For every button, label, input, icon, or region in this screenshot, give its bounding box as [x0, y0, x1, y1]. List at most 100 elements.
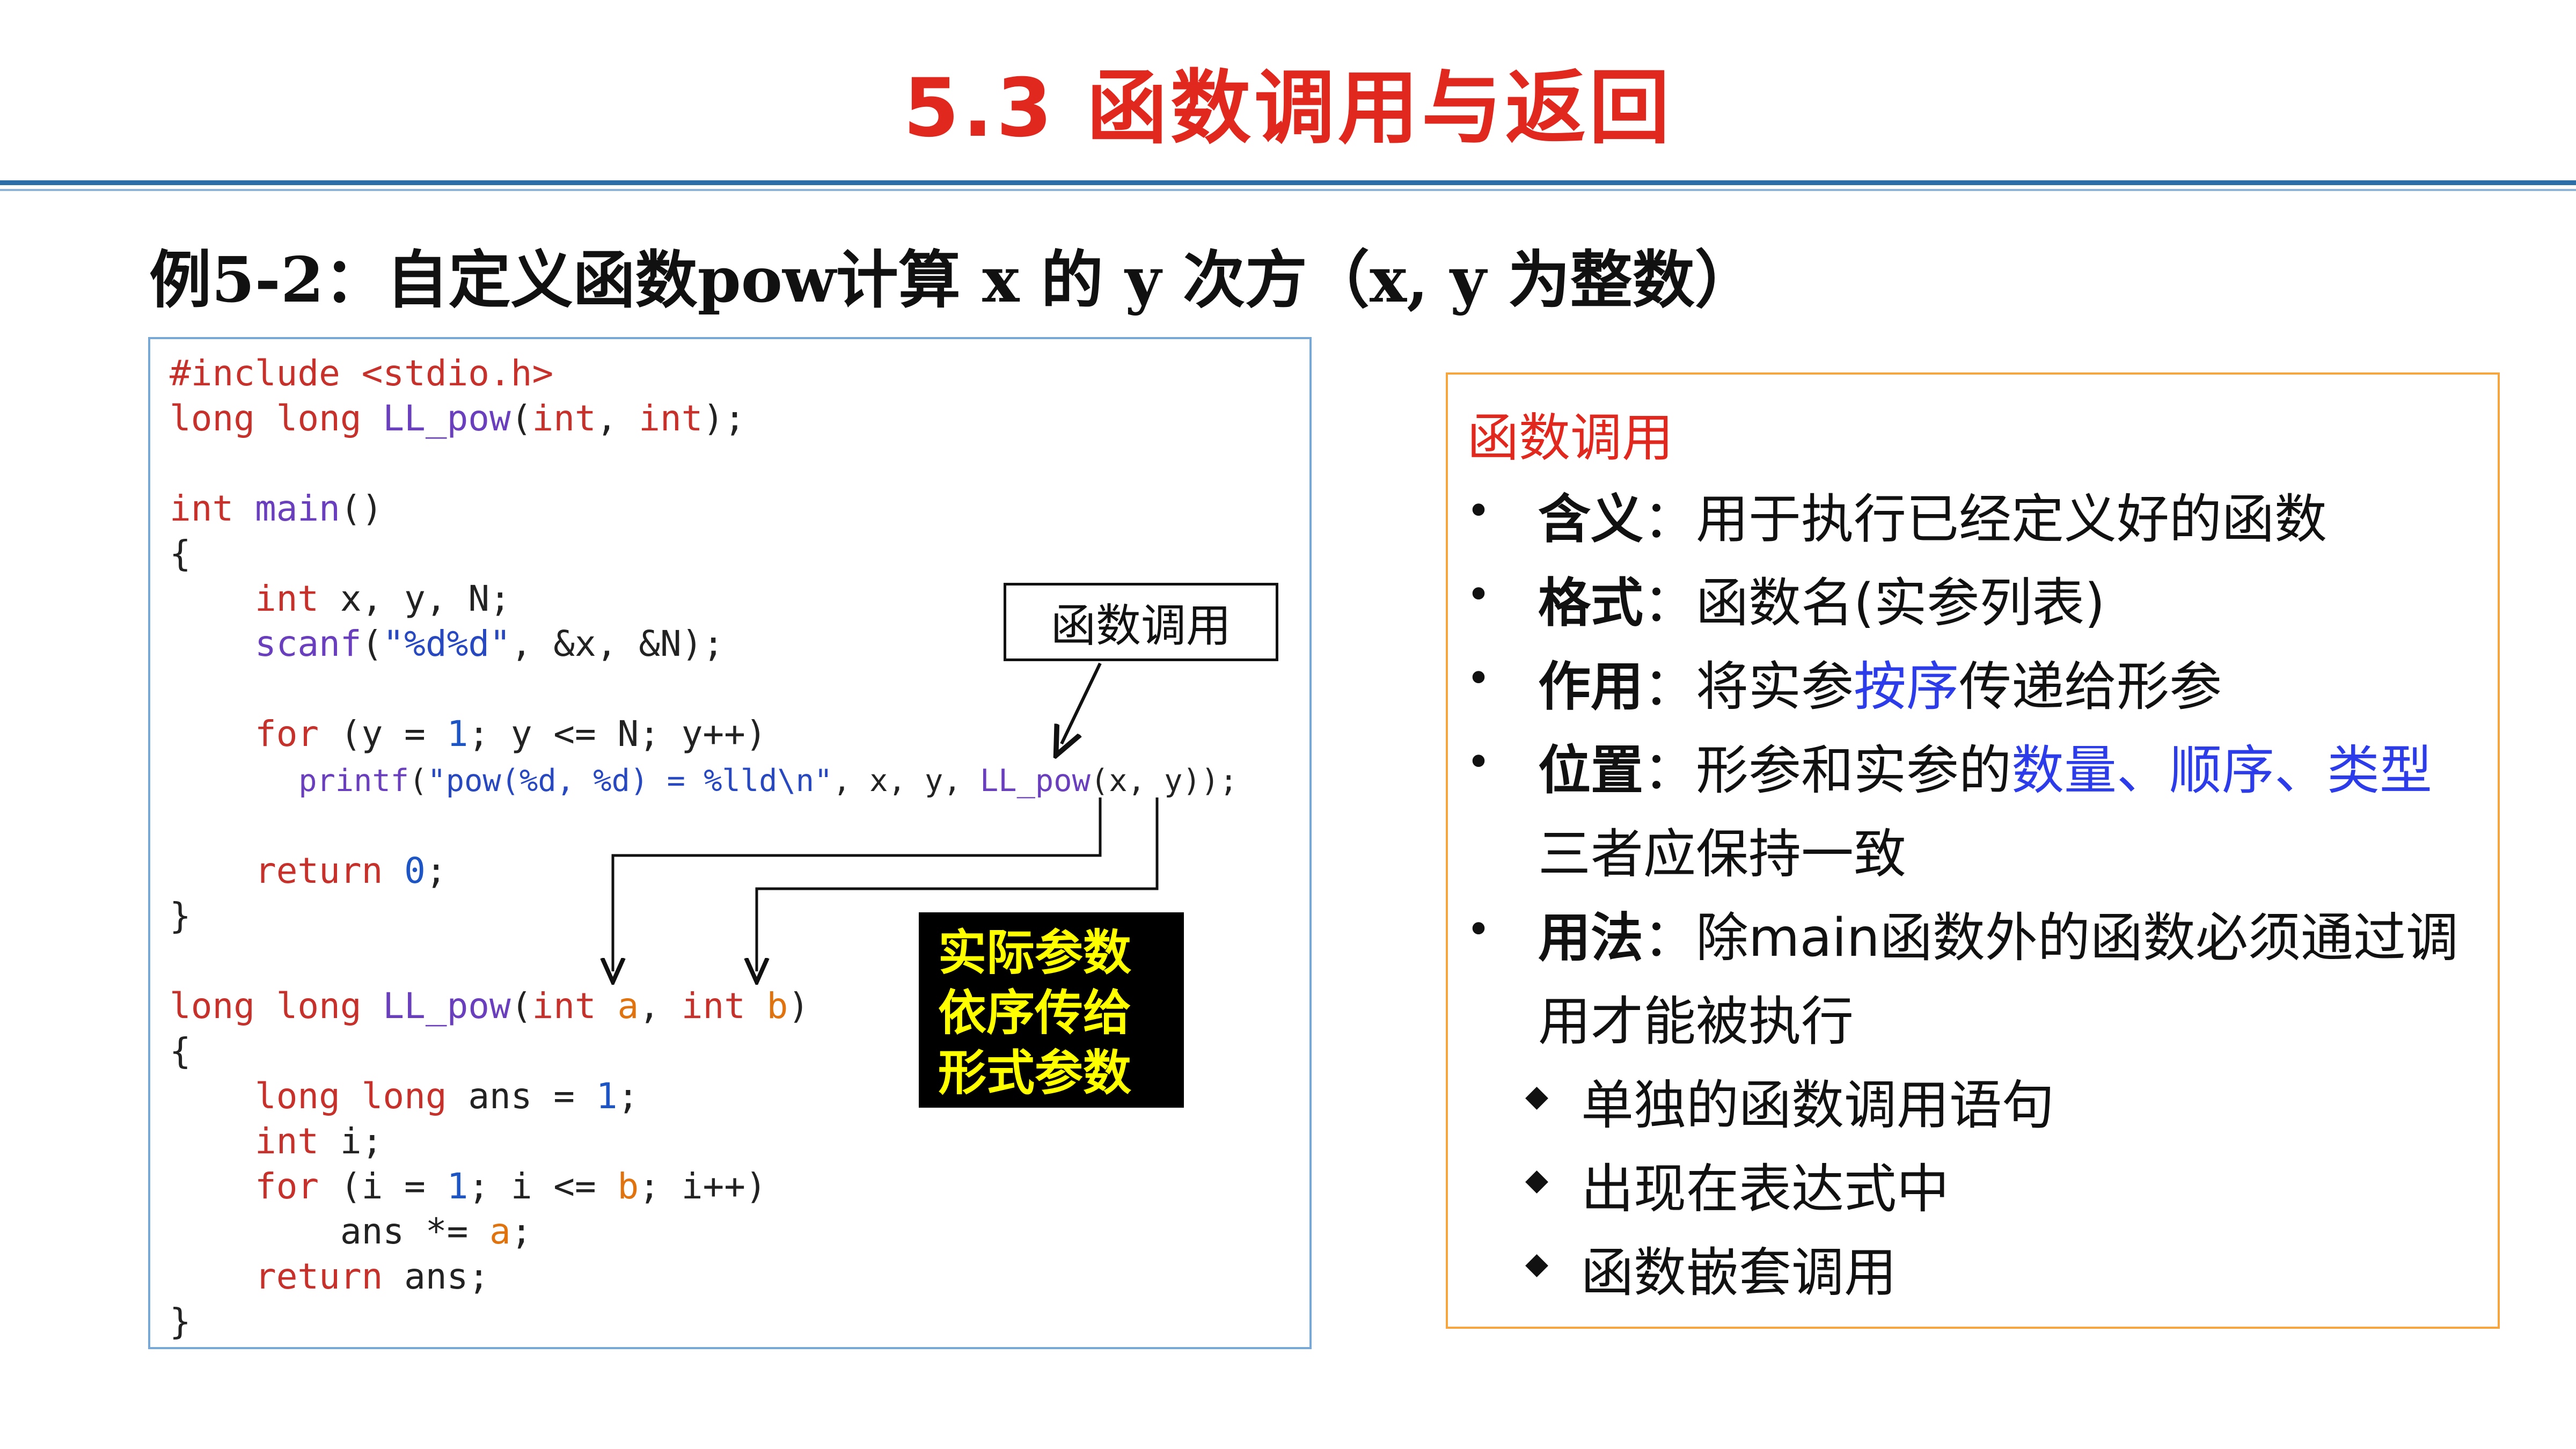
code-keyword: for	[254, 713, 319, 755]
code-function-name: LL_pow	[383, 398, 511, 439]
bullet-icon: •	[1466, 655, 1491, 703]
note-line: 形式参数	[938, 1045, 1131, 1101]
code-keyword: return	[254, 850, 383, 891]
code-number: 1	[596, 1075, 618, 1117]
code-text: ; i++)	[639, 1166, 767, 1207]
code-text: (x, y));	[1090, 763, 1238, 799]
code-keyword: int	[254, 578, 319, 619]
item-text: 用于执行已经定义好的函数	[1696, 489, 2328, 550]
code-function-name: scanf	[254, 623, 362, 664]
code-text: (y =	[319, 713, 447, 755]
item-text: 除main函数外的函数必须通过调	[1696, 908, 2458, 969]
item-highlight: 按序	[1854, 656, 1959, 718]
code-text: , x, y,	[832, 763, 980, 799]
code-brace: {	[170, 1030, 191, 1072]
code-number: 1	[447, 713, 469, 755]
code-parameter-b: b	[766, 985, 788, 1027]
code-text: (	[510, 398, 532, 439]
code-function-name: main	[254, 488, 340, 529]
code-keyword: long long	[170, 985, 383, 1027]
callout-pointer-arrow	[1062, 662, 1102, 744]
subitem-text: 函数嵌套调用	[1581, 1242, 1897, 1304]
code-string: "pow(%d, %d) = %lld\n"	[427, 763, 833, 799]
code-function-call: LL_pow	[979, 763, 1091, 799]
item-text: 形参和实参的	[1696, 740, 2012, 801]
code-parameter-b: b	[617, 1166, 639, 1207]
bullet-icon: •	[1466, 487, 1491, 536]
code-keyword: int	[170, 488, 255, 529]
code-text: , &x, &N);	[510, 623, 724, 664]
item-term: 含义	[1538, 489, 1644, 550]
diamond-bullet-icon: ◆	[1525, 1162, 1549, 1197]
code-text: (	[510, 985, 532, 1027]
item-colon: ：	[1643, 908, 1696, 969]
diamond-bullet-icon: ◆	[1525, 1246, 1549, 1281]
code-text: ;	[617, 1075, 639, 1117]
title-divider-thin	[0, 189, 2576, 191]
code-include: #include <stdio.h>	[170, 353, 554, 394]
subitem-text: 出现在表达式中	[1581, 1159, 1950, 1220]
panel-title: 函数调用	[1467, 408, 1673, 468]
code-number: 1	[447, 1166, 469, 1207]
code-brace: }	[170, 1301, 191, 1342]
code-text: ; y <= N; y++)	[468, 713, 767, 755]
item-text: 将实参	[1696, 656, 1854, 718]
item-term: 位置	[1538, 740, 1644, 801]
item-text: 传递给形参	[1959, 656, 2222, 718]
note-line: 实际参数	[938, 925, 1131, 981]
code-brace: {	[170, 533, 191, 574]
item-colon: ：	[1643, 656, 1696, 718]
item-text-continued: 用才能被执行	[1538, 991, 1854, 1052]
function-call-summary-panel: 函数调用 • 含义：用于执行已经定义好的函数 • 格式：函数名(实参列表) • …	[1446, 372, 2500, 1329]
code-text: ;	[510, 1211, 532, 1252]
arg-y-to-param-b-arrow	[757, 797, 1159, 971]
item-colon: ：	[1643, 573, 1696, 634]
code-text: (i =	[319, 1166, 447, 1207]
subitem-text: 单独的函数调用语句	[1581, 1075, 2055, 1136]
code-string: "%d%d"	[383, 623, 511, 664]
bullet-icon: •	[1466, 571, 1491, 619]
code-text: (	[361, 623, 383, 664]
code-text: ,	[596, 398, 639, 439]
code-text: (	[409, 763, 428, 799]
slide-title: 5.3 函数调用与返回	[903, 62, 1673, 155]
code-text: ;	[425, 850, 447, 891]
code-text: ,	[639, 985, 682, 1027]
item-highlight: 数量、顺序、类型	[2011, 740, 2433, 801]
code-keyword: int	[532, 398, 596, 439]
code-function-name: LL_pow	[383, 985, 511, 1027]
code-keyword: int	[681, 985, 767, 1027]
code-text: );	[702, 398, 745, 439]
bullet-icon: •	[1466, 906, 1491, 954]
code-keyword: for	[254, 1166, 319, 1207]
bullet-icon: •	[1466, 738, 1491, 787]
item-text-continued: 三者应保持一致	[1538, 824, 1907, 885]
code-block: #include <stdio.h> long long LL_pow(int,…	[170, 351, 1238, 1344]
item-term: 作用	[1538, 656, 1644, 718]
code-keyword: long long	[170, 398, 383, 439]
code-keyword: int	[254, 1121, 319, 1162]
code-keyword: int	[639, 398, 703, 439]
code-text: ans *=	[340, 1211, 490, 1252]
arg-x-to-param-a-arrow	[613, 797, 1102, 971]
item-term: 格式	[1538, 573, 1644, 634]
title-divider	[0, 180, 2576, 185]
code-keyword: return	[254, 1256, 383, 1297]
code-text: ans;	[383, 1256, 490, 1297]
code-text: i;	[319, 1121, 383, 1162]
parameter-passing-note: 实际参数 依序传给 形式参数	[919, 912, 1184, 1108]
diamond-bullet-icon: ◆	[1525, 1079, 1549, 1114]
code-text: x, y, N;	[319, 578, 511, 619]
item-text: 函数名(实参列表)	[1696, 573, 2105, 634]
code-number: 0	[404, 850, 426, 891]
code-keyword: long long	[254, 1075, 447, 1117]
code-text: ; i <=	[468, 1166, 618, 1207]
function-call-callout: 函数调用	[1004, 583, 1278, 661]
code-text: )	[788, 985, 810, 1027]
code-keyword: int	[532, 985, 618, 1027]
code-panel: #include <stdio.h> long long LL_pow(int,…	[148, 337, 1312, 1349]
code-function-name: printf	[298, 763, 409, 799]
code-brace: }	[170, 895, 191, 936]
item-colon: ：	[1643, 489, 1696, 550]
